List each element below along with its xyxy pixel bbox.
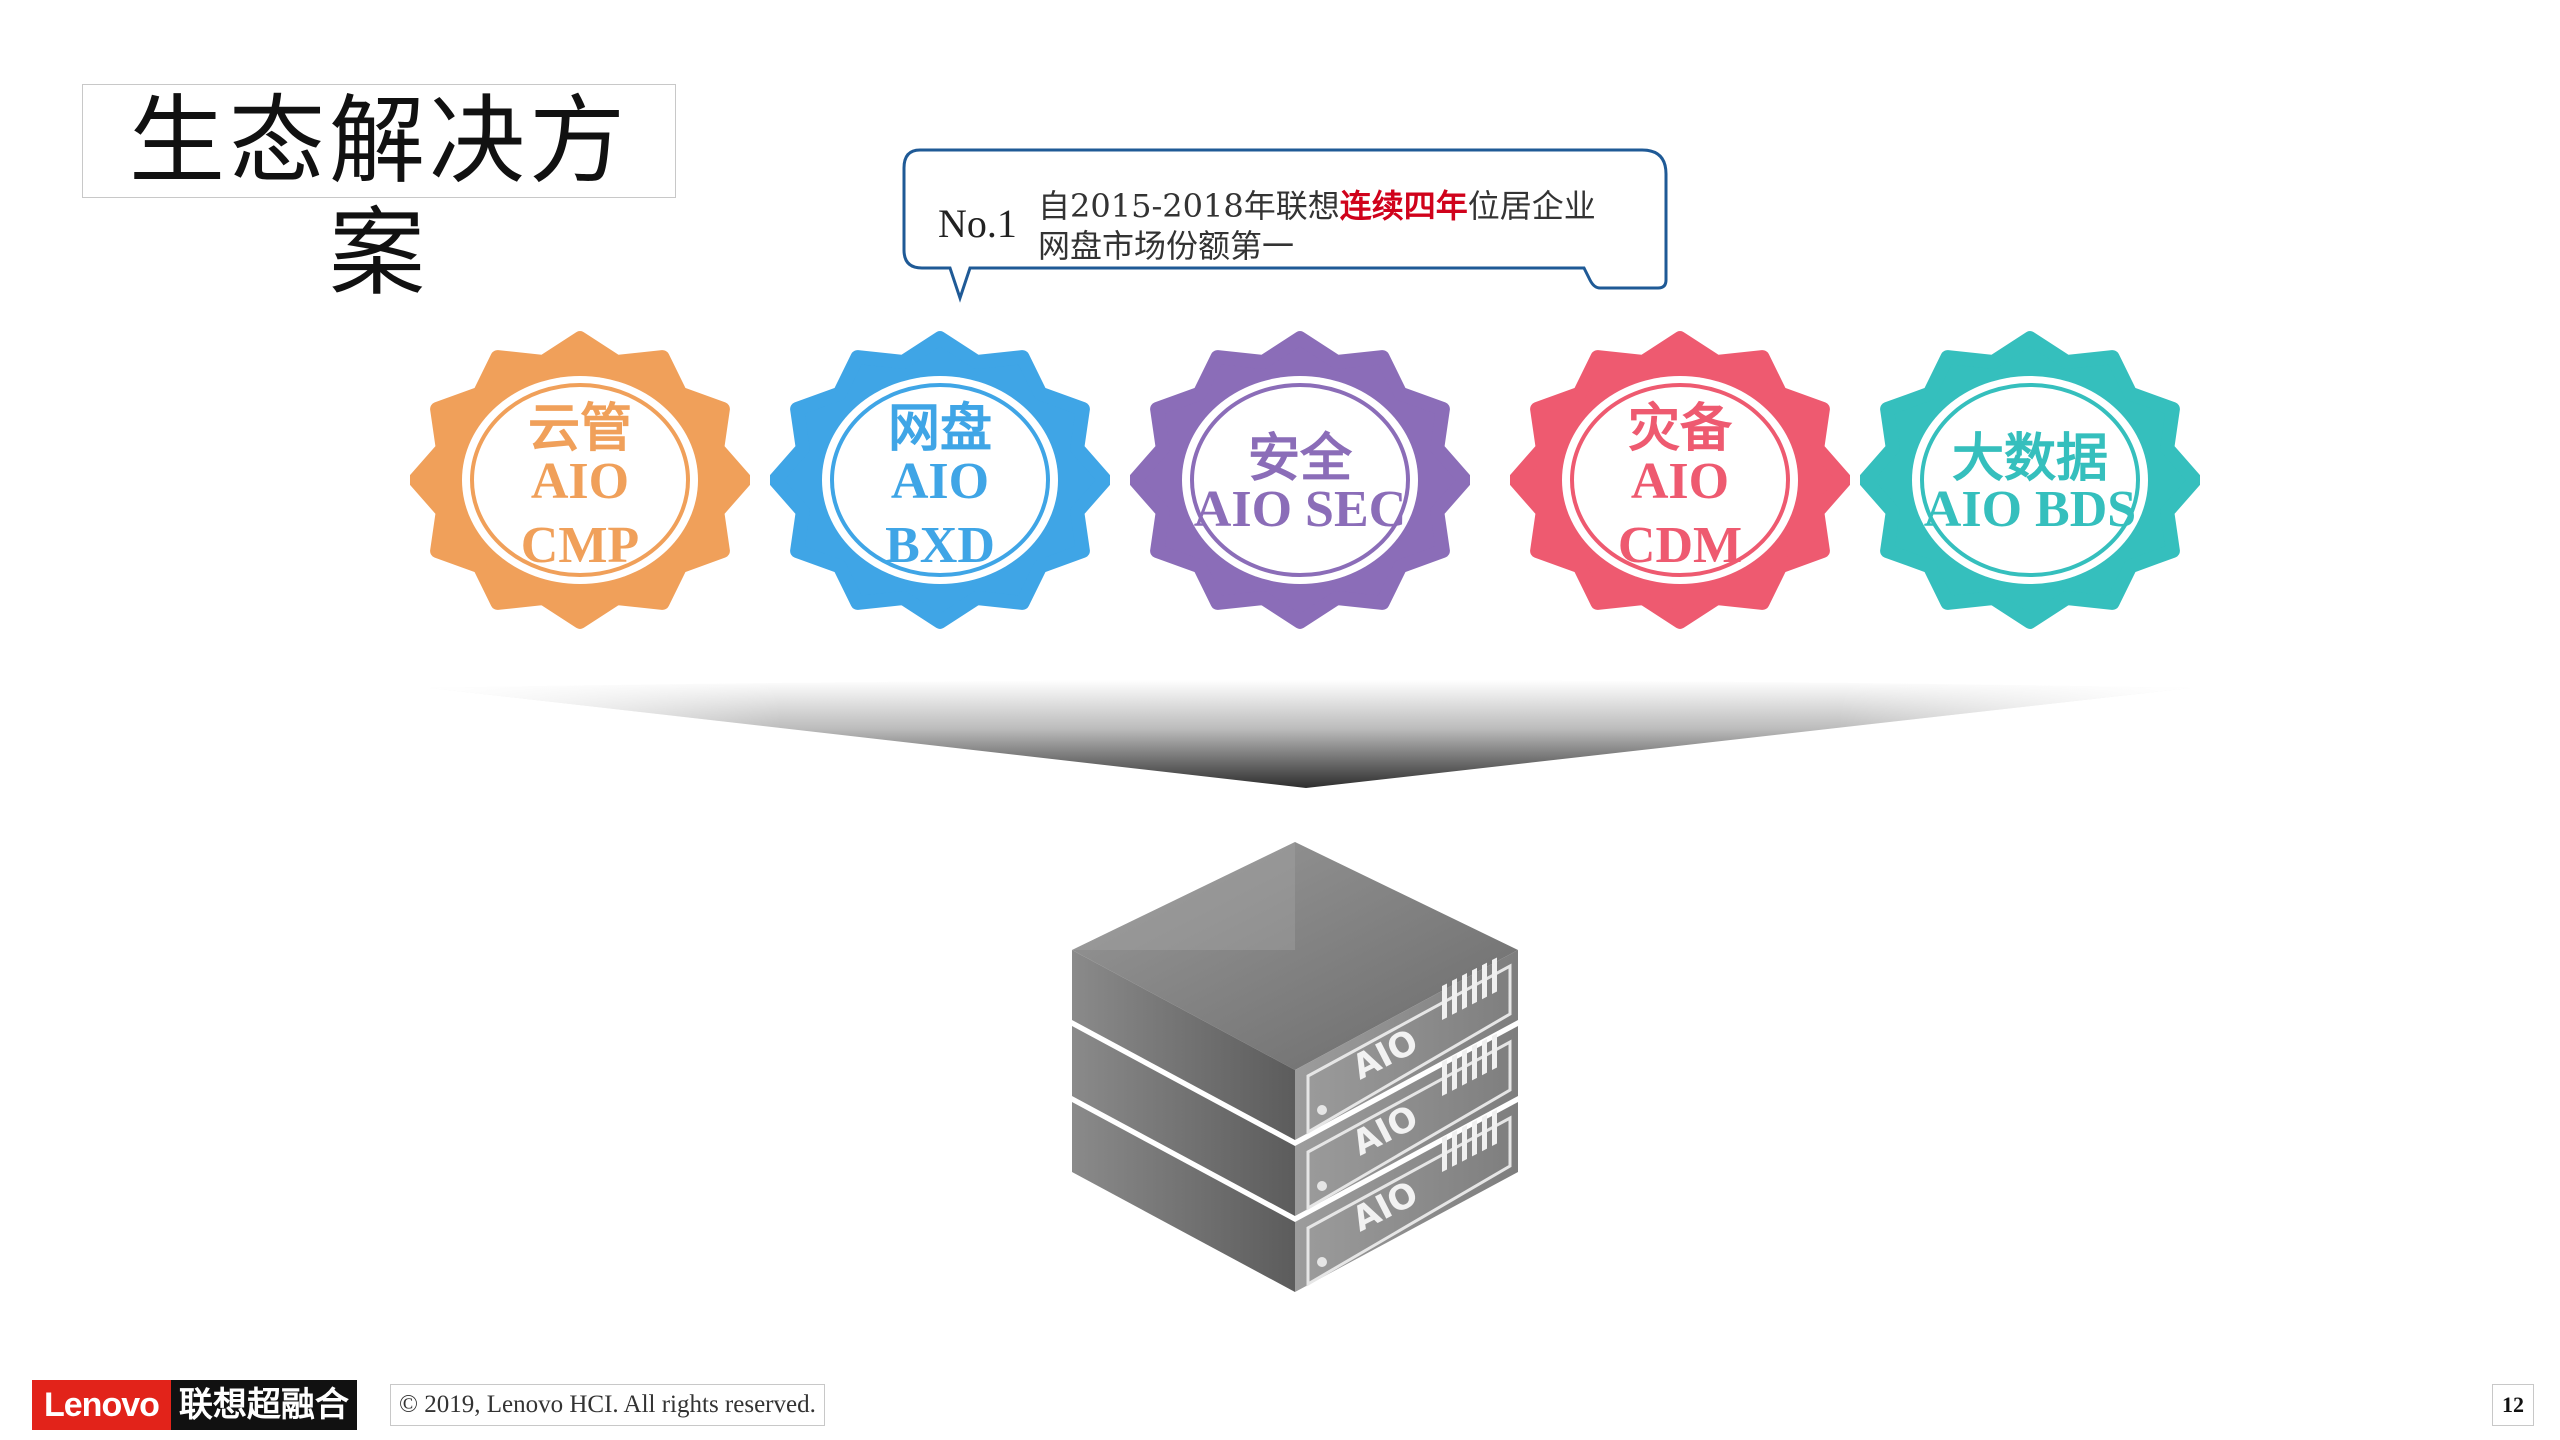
lenovo-hci-logo: Lenovo 联想超融合 (32, 1380, 357, 1430)
badge-seal-shape (1860, 331, 2200, 629)
badge-seal-shape (770, 331, 1110, 629)
copyright-notice: © 2019, Lenovo HCI. All rights reserved. (390, 1384, 825, 1426)
funnel-shape (430, 680, 2190, 788)
market-share-callout (900, 148, 1670, 316)
badge-cn-label: 大数据 (1951, 429, 2108, 489)
badge-cn-label: 灾备 (1627, 399, 1732, 459)
badge-product-line2: CMP (520, 517, 640, 574)
badge-cn-label: 安全 (1247, 429, 1352, 489)
server-unit (1072, 950, 1518, 1140)
server-unit (1072, 1026, 1518, 1216)
badge-product-line1: AIO (890, 453, 990, 510)
page-title: 生态解决方案 (82, 84, 676, 309)
badge-seal-shape (1510, 331, 1850, 629)
badge-product-line2: CDM (1617, 517, 1743, 574)
badge-cn-label: 云管 (527, 399, 632, 459)
badge-product-line1: AIO SEC (1193, 481, 1407, 538)
server-top-face (1072, 842, 1518, 1070)
badge-product-line1: AIO (530, 453, 630, 510)
badge-seal-shape (1130, 331, 1470, 629)
badge-product-line1: AIO (1630, 453, 1730, 510)
no1-badge: No.1 (938, 201, 1017, 246)
badge-product-line1: AIO BDS (1923, 481, 2137, 538)
callout-text: 自2015-2018年联想连续四年位居企业网盘市场份额第一 (1038, 186, 1598, 266)
callout-bubble-shape (902, 148, 1668, 303)
server-unit (1072, 1102, 1518, 1292)
badge-product-line2: BXD (885, 517, 995, 574)
callout-text-prefix: 自2015-2018年联想 (1038, 187, 1340, 225)
callout-text-suffix: 位居企业网盘市场份额第一 (1038, 187, 1596, 265)
hci-logo-text: 联想超融合 (170, 1380, 357, 1430)
callout-text-highlight: 连续四年 (1339, 187, 1468, 225)
page-number: 12 (2492, 1384, 2534, 1426)
badge-seal-shape (410, 331, 750, 629)
lenovo-logo-text: Lenovo (32, 1380, 171, 1430)
badge-cn-label: 网盘 (887, 399, 992, 459)
